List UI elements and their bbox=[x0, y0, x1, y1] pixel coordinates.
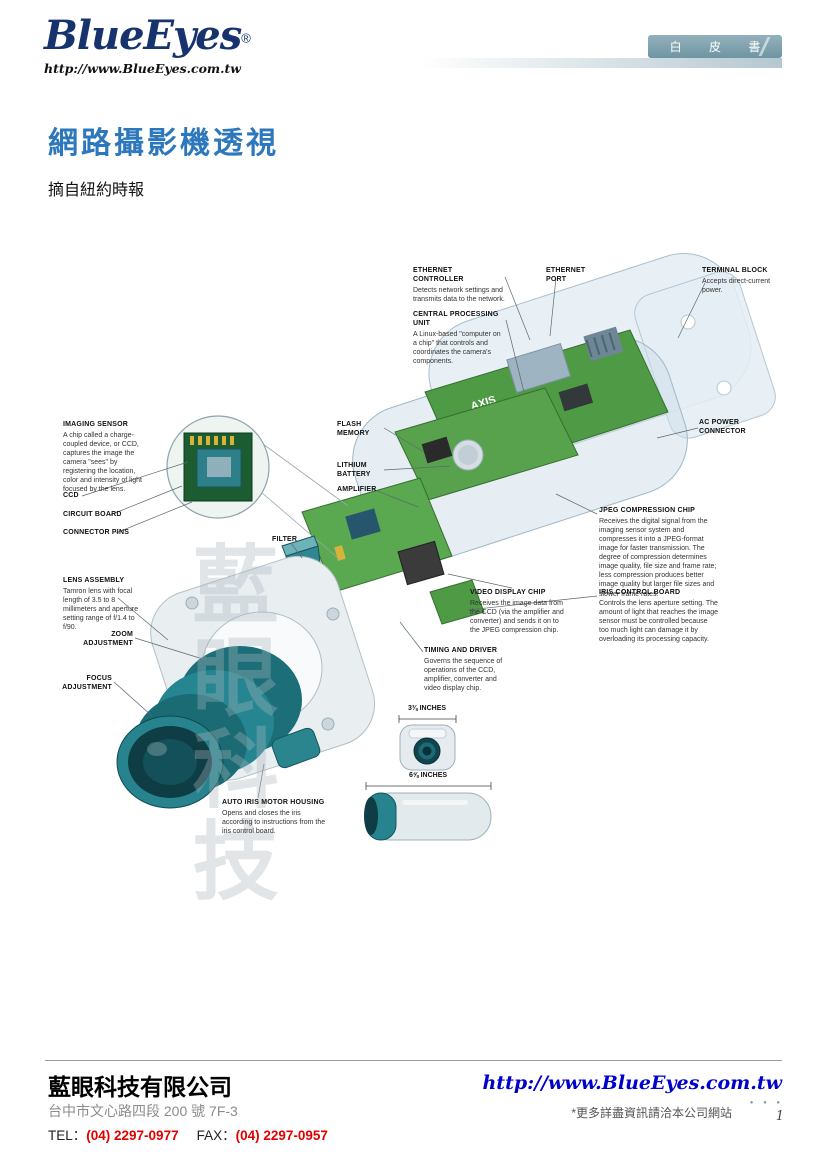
contact-line: TEL：(04) 2297-0977 FAX：(04) 2297-0957 bbox=[48, 1124, 328, 1144]
annotation-lens-assembly: LENS ASSEMBLY Tamron lens with focal len… bbox=[63, 577, 143, 632]
annotation-ethernet-controller: ETHERNET CONTROLLER Detects network sett… bbox=[413, 267, 505, 304]
annotation-text: A chip called a charge-coupled device, o… bbox=[63, 431, 142, 494]
annotation-text: Opens and closes the iris according to i… bbox=[222, 809, 326, 835]
mini-side-view bbox=[364, 782, 492, 841]
footer-divider bbox=[45, 1060, 782, 1061]
annotation-title: CENTRAL PROCESSING UNIT bbox=[413, 311, 499, 327]
logo-text: BlueEyes bbox=[44, 12, 242, 59]
mini-front-view bbox=[398, 715, 457, 771]
annotation-lithium-battery: LITHIUM BATTERY bbox=[337, 462, 385, 480]
page-number: 1 bbox=[775, 1109, 784, 1124]
annotation-text: Controls the lens aperture setting. The … bbox=[599, 599, 719, 644]
dimension-width-label: 3⅜ INCHES bbox=[407, 705, 447, 712]
annotation-title: AC POWER CONNECTOR bbox=[699, 419, 746, 435]
annotation-title: JPEG COMPRESSION CHIP bbox=[599, 507, 695, 514]
tel-label: TEL： bbox=[48, 1128, 87, 1143]
annotation-title: FOCUS ADJUSTMENT bbox=[62, 675, 112, 691]
annotation-jpeg-compression-chip: JPEG COMPRESSION CHIP Receives the digit… bbox=[599, 507, 719, 599]
annotation-title: VIDEO DISPLAY CHIP bbox=[470, 589, 546, 596]
lens-assembly-art bbox=[116, 555, 376, 809]
whitepaper-badge: 白 皮 書 bbox=[648, 35, 782, 58]
page-number-block: ● ● ● 1 bbox=[750, 1100, 784, 1124]
annotation-title: ETHERNET CONTROLLER bbox=[413, 267, 464, 283]
annotation-title: TERMINAL BLOCK bbox=[702, 267, 768, 274]
annotation-title: ETHERNET PORT bbox=[546, 267, 586, 283]
header-url-link[interactable]: http://www.BlueEyes.com.tw bbox=[44, 61, 242, 76]
annotation-title: TIMING AND DRIVER bbox=[424, 647, 498, 654]
annotation-focus-adjustment: FOCUS ADJUSTMENT bbox=[42, 675, 112, 693]
annotation-title: LITHIUM BATTERY bbox=[337, 462, 371, 478]
annotation-auto-iris-motor-housing: AUTO IRIS MOTOR HOUSING Opens and closes… bbox=[222, 799, 330, 836]
annotation-text: Tamron lens with focal length of 3.5 to … bbox=[63, 587, 139, 632]
annotation-central-processing-unit: CENTRAL PROCESSING UNIT A Linux-based "c… bbox=[413, 311, 505, 366]
annotation-circuit-board: CIRCUIT BOARD bbox=[63, 511, 133, 520]
annotation-ccd: CCD bbox=[63, 492, 123, 501]
annotation-title: ZOOM ADJUSTMENT bbox=[83, 631, 133, 647]
annotation-title: LENS ASSEMBLY bbox=[63, 577, 125, 584]
company-name: 藍眼科技有限公司 bbox=[48, 1074, 232, 1100]
whitepaper-badge-label: 白 皮 書 bbox=[669, 40, 773, 54]
annotation-timing-and-driver: TIMING AND DRIVER Governs the sequence o… bbox=[424, 647, 512, 693]
annotation-imaging-sensor: IMAGING SENSOR A chip called a charge-co… bbox=[63, 421, 149, 494]
footer-website-link[interactable]: http://www.BlueEyes.com.tw bbox=[482, 1072, 782, 1094]
blueeyes-logo: BlueEyes® http://www.BlueEyes.com.tw bbox=[44, 12, 251, 76]
annotation-title: FILTER bbox=[272, 536, 298, 543]
annotation-ac-power-connector: AC POWER CONNECTOR bbox=[699, 419, 763, 437]
annotation-title: IMAGING SENSOR bbox=[63, 421, 129, 428]
annotation-text: Governs the sequence of operations of th… bbox=[424, 657, 503, 693]
annotation-iris-control-board: IRIS CONTROL BOARD Controls the lens ape… bbox=[599, 589, 719, 644]
document-title: 網路攝影機透視 bbox=[48, 127, 279, 160]
annotation-title: AUTO IRIS MOTOR HOUSING bbox=[222, 799, 325, 806]
footer-note: *更多詳盡資訊請洽本公司網站 bbox=[571, 1106, 732, 1120]
annotation-connector-pins: CONNECTOR PINS bbox=[63, 529, 138, 538]
annotation-flash-memory: FLASH MEMORY bbox=[337, 421, 385, 439]
dimension-length-label: 6⅝ INCHES bbox=[408, 772, 448, 779]
board-brand-text: AXIS bbox=[469, 394, 497, 413]
annotation-text: A Linux-based "computer on a chip" that … bbox=[413, 330, 501, 365]
annotation-text: Receives the image data from the CCD (vi… bbox=[470, 599, 564, 635]
registered-trademark-icon: ® bbox=[241, 30, 251, 46]
annotation-title: CIRCUIT BOARD bbox=[63, 511, 122, 518]
imaging-sensor-callout bbox=[166, 415, 349, 559]
header-accent-band bbox=[420, 58, 782, 68]
annotation-title: IRIS CONTROL BOARD bbox=[599, 589, 681, 596]
fax-label: FAX： bbox=[196, 1128, 236, 1143]
annotation-title: CCD bbox=[63, 492, 79, 499]
annotation-text: Receives the digital signal from the ima… bbox=[599, 517, 717, 598]
annotation-terminal-block: TERMINAL BLOCK Accepts direct-current po… bbox=[702, 267, 782, 295]
annotation-title: AMPLIFIER bbox=[337, 486, 377, 493]
annotation-ethernet-port: ETHERNET PORT bbox=[546, 267, 598, 285]
annotation-title: FLASH MEMORY bbox=[337, 421, 370, 437]
annotation-zoom-adjustment: ZOOM ADJUSTMENT bbox=[63, 631, 133, 649]
tel-number: (04) 2297-0977 bbox=[86, 1128, 179, 1143]
company-address: 台中市文心路四段 200 號 7F-3 bbox=[48, 1103, 238, 1119]
watermark-text: 藍眼科技 bbox=[179, 540, 275, 908]
annotation-amplifier: AMPLIFIER bbox=[337, 486, 392, 495]
annotation-video-display-chip: VIDEO DISPLAY CHIP Receives the image da… bbox=[470, 589, 568, 635]
annotation-filter: FILTER bbox=[272, 536, 312, 545]
annotation-text: Accepts direct-current power. bbox=[702, 277, 771, 294]
fax-number: (04) 2297-0957 bbox=[235, 1128, 328, 1143]
page-dots-icon: ● ● ● bbox=[749, 1100, 784, 1106]
document-subtitle: 摘自紐約時報 bbox=[48, 182, 145, 199]
annotation-title: CONNECTOR PINS bbox=[63, 529, 130, 536]
annotation-text: Detects network settings and transmits d… bbox=[413, 286, 505, 303]
